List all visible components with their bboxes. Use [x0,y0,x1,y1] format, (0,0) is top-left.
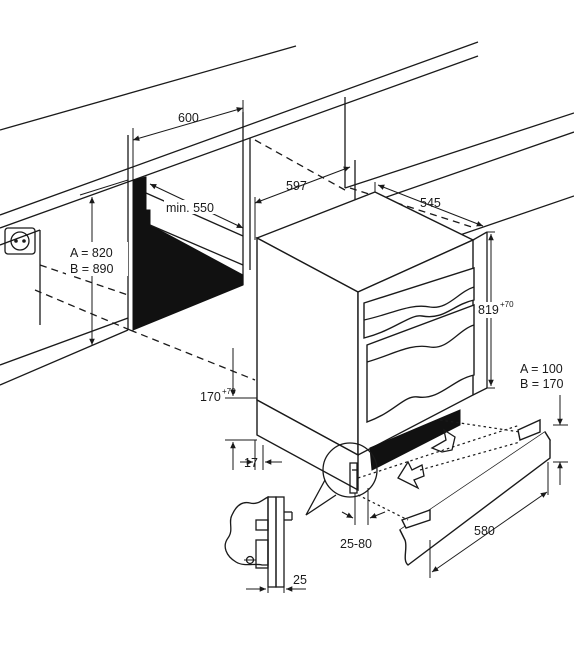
dim-plinth-ab [553,395,568,485]
door-gap-label: 25-80 [340,537,372,551]
base-cabinet-left [0,135,129,386]
drawer-bottom [366,303,475,423]
height-a-label: A = 820 [70,246,113,260]
niche-height-label-bg [66,242,128,276]
dim-door-gap [341,488,386,525]
hinge-gap-label: 25 [293,573,307,587]
dim-niche-width [132,100,244,180]
plinth-guides [357,419,521,521]
dim-door-offset [240,440,282,470]
dim-plinth-height [225,348,257,470]
dim-hinge-gap [246,586,306,593]
door-offset-label: 17 [244,456,258,470]
drawer-top [363,267,475,339]
niche-width-label: 600 [178,111,199,125]
plinth-height-label: 170 [200,390,221,404]
niche-opening [132,176,244,331]
niche-depth-label-bg [164,200,228,214]
niche-depth-label: min. 550 [166,201,214,215]
detail-callout [305,442,378,516]
unit-height-label: 819 [478,303,499,317]
unit-height-sup: +70 [500,300,514,309]
airflow-arrow-icon [397,428,456,490]
height-b-label: B = 890 [70,262,113,276]
wall-socket-icon [4,227,36,255]
plinth-b-label: B = 170 [520,377,563,391]
plinth-height-sup: +70 [222,387,236,396]
plinth-length-label: 580 [474,524,495,538]
dim-plinth-length [429,462,549,578]
unit-width-label: 597 [286,179,307,193]
unit-height-label-bg [478,302,524,318]
hinge-detail [224,495,293,588]
dim-unit-width [254,166,351,240]
appliance-plinth [256,398,461,492]
worktop [0,41,574,246]
plinth-a-label: A = 100 [520,362,563,376]
unit-depth-label: 545 [420,196,441,210]
